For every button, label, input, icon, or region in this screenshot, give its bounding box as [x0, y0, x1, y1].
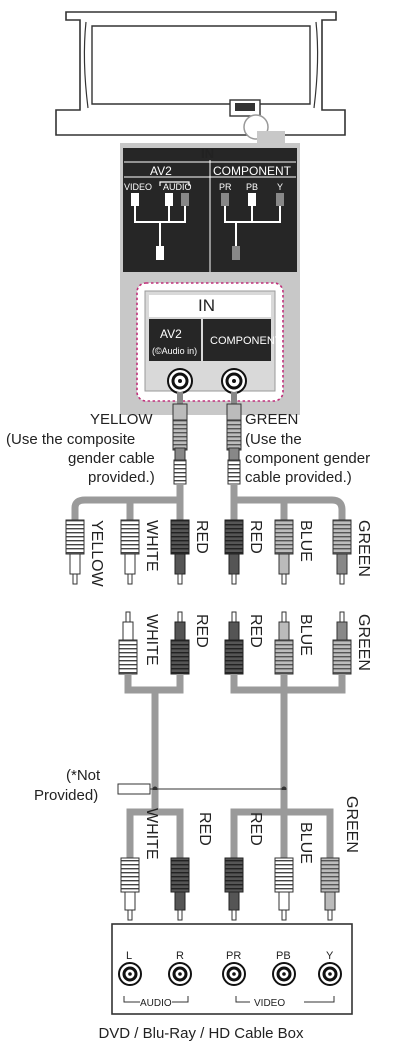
left-cable-note-1: (Use the composite [6, 431, 136, 448]
plug-blue-1 [274, 519, 294, 585]
label-white-3: WHITE [143, 808, 160, 860]
label-green-2: GREEN [355, 614, 372, 671]
tv-input-panel [120, 131, 300, 415]
device-jack-panel [111, 923, 353, 1015]
plug-white-2 [118, 611, 138, 675]
jack-pr [222, 962, 246, 986]
plug-yellow-1 [65, 519, 85, 585]
tv-panel-y: Y [277, 182, 284, 192]
label-white-2: WHITE [143, 614, 160, 666]
left-cable-note-2: gender cable [68, 450, 155, 467]
label-red-4: RED [247, 614, 264, 648]
tv-back [55, 11, 346, 140]
label-yellow-1: YELLOW [88, 520, 105, 587]
label-red-1: RED [193, 520, 210, 554]
plug-red-6 [224, 857, 244, 921]
device-y: Y [326, 950, 334, 962]
plug-white-1 [120, 519, 140, 585]
plug-green-2 [332, 611, 352, 675]
jack-l [118, 962, 142, 986]
jack-r [168, 962, 192, 986]
right-cable-note-1: (Use the [245, 431, 302, 448]
jack-panel-av2: AV2 [160, 327, 182, 341]
right-cable-color: GREEN [245, 411, 299, 428]
tv-panel-av2: AV2 [150, 164, 172, 178]
tv-panel-component: COMPONENT [213, 164, 291, 178]
device-audio: AUDIO [140, 998, 172, 1009]
jack-pb [272, 962, 296, 986]
tv-panel-audio: AUDIO [163, 182, 192, 192]
plug-red-5 [170, 857, 190, 921]
device-l: L [126, 950, 133, 962]
plug-blue-2 [274, 611, 294, 675]
plug-green-3 [320, 857, 340, 921]
tv-panel-video: VIDEO [124, 182, 153, 192]
rca-plugs-upper [65, 519, 352, 795]
label-blue-3: BLUE [297, 822, 314, 864]
gender-cables [71, 392, 346, 520]
device-video: VIDEO [254, 998, 286, 1009]
plug-red-3 [170, 611, 190, 675]
jack-y [318, 962, 342, 986]
label-blue-1: BLUE [297, 520, 314, 562]
tv-panel-title: IN [201, 146, 214, 161]
plug-green-1 [332, 519, 352, 585]
plug-red-4 [224, 611, 244, 675]
label-red-6: RED [247, 812, 264, 846]
devices-caption: DVD / Blu-Ray / HD Cable Box [98, 1025, 304, 1042]
plug-red-1 [170, 519, 190, 585]
label-white-1: WHITE [143, 520, 160, 572]
label-green-3: GREEN [343, 796, 360, 853]
label-green-1: GREEN [355, 520, 372, 577]
not-provided-1: (*Not [66, 767, 101, 784]
device-r: R [176, 950, 184, 962]
plug-red-2 [224, 519, 244, 585]
plug-white-3 [120, 857, 140, 921]
right-cable-note-2: component gender [245, 450, 371, 467]
device-pb: PB [276, 950, 291, 962]
right-cable-note-3: cable provided.) [245, 469, 352, 486]
jack-panel-title: IN [198, 296, 215, 315]
left-cable-color: YELLOW [90, 411, 153, 428]
label-red-2: RED [247, 520, 264, 554]
left-cable-note-3: provided.) [88, 469, 155, 486]
label-red-5: RED [196, 812, 213, 846]
jack-panel-audio-in: (©Audio in) [152, 346, 198, 356]
tv-panel-pb: PB [246, 182, 259, 192]
plug-blue-3 [274, 857, 294, 921]
device-pr: PR [226, 950, 242, 962]
not-provided-2: Provided) [34, 787, 99, 804]
label-red-3: RED [193, 614, 210, 648]
jack-panel-component: COMPONENT [210, 335, 282, 347]
tv-panel-pr: PR [219, 182, 232, 192]
label-blue-2: BLUE [297, 614, 314, 656]
rca-plugs-lower [120, 790, 340, 921]
